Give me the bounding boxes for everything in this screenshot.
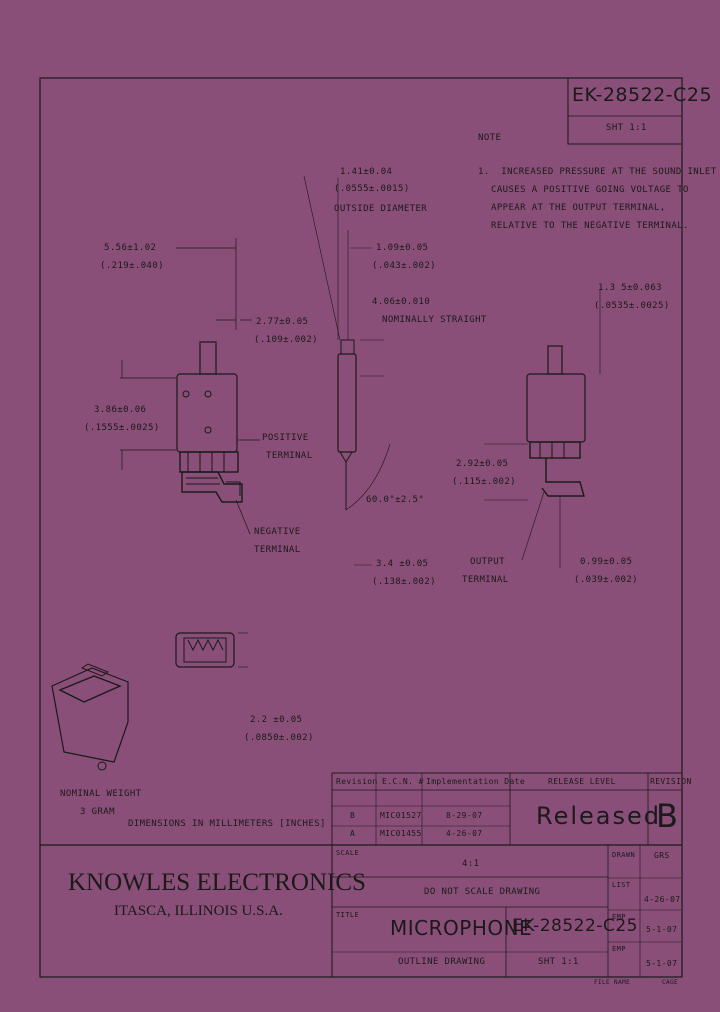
rev-row-2-date: 4-26-07 (446, 829, 483, 838)
note-line-1: 1. INCREASED PRESSURE AT THE SOUND INLET (478, 167, 717, 177)
rev-header-date: Implementation Date (426, 777, 526, 786)
isometric-view (51, 663, 129, 771)
rev-row-2-rev: A (350, 829, 356, 838)
dim-small-mm: 2.2 ±0.05 (250, 715, 303, 725)
signoff-date-2: 4-26-07 (644, 895, 681, 904)
note-line-3: APPEAR AT THE OUTPUT TERMINAL, (491, 203, 666, 213)
label-negative-1: NEGATIVE (254, 527, 301, 537)
dim-strip-label: NOMINALLY STRAIGHT (382, 315, 487, 325)
note-line-2: CAUSES A POSITIVE GOING VOLTAGE TO (491, 185, 689, 195)
title-sheet: SHT 1:1 (538, 957, 579, 967)
signoff-role-3: EMP (612, 913, 626, 921)
scale-label: SCALE (336, 849, 360, 857)
scale-value: 4:1 (462, 859, 480, 869)
rev-row-1-rev: B (350, 811, 356, 820)
dim-small-in: (.0850±.002) (244, 733, 314, 743)
weight-line-2: 3 GRAM (80, 807, 115, 817)
dim-height-mm: 3.86±0.06 (94, 405, 147, 415)
note-heading: NOTE (478, 133, 502, 143)
rev-row-1-ecn: MIC01527 (380, 811, 422, 820)
label-output-1: OUTPUT (470, 557, 505, 567)
signoff-role-1: DRAWN (612, 851, 636, 859)
dim-right-mid-in: (.115±.002) (452, 477, 517, 487)
dimensions-note: DIMENSIONS IN MILLIMETERS [INCHES] (128, 819, 326, 829)
do-not-scale: DO NOT SCALE DRAWING (424, 887, 541, 897)
company-location: ITASCA, ILLINOIS U.S.A. (114, 903, 283, 919)
title-value: MICROPHONE (390, 916, 533, 940)
signoff-role-2: LIST (612, 881, 631, 889)
dim-wire-in: (.043±.002) (372, 261, 437, 271)
dim-left-mm: 5.56±1.02 (104, 243, 157, 253)
dim-top-label: OUTSIDE DIAMETER (334, 204, 428, 214)
front-view (120, 238, 260, 535)
rev-header-revision: Revision (336, 777, 378, 786)
footer-cage: CAGE (662, 979, 679, 986)
release-value: Released (536, 802, 662, 830)
dim-bot-mm: 3.4 ±0.05 (376, 559, 429, 569)
dim-strip-mm: 4.06±0.010 (372, 297, 431, 307)
sheet-header: SHT 1:1 (606, 123, 647, 133)
dim-top-mm: 1.41±0.04 (340, 167, 393, 177)
dim-right-top-mm: 1.3 5±0.063 (598, 283, 663, 293)
rev-header-ecn: E.C.N. # (382, 777, 424, 786)
signoff-name-1: GRS (654, 851, 670, 860)
subtitle: OUTLINE DRAWING (398, 957, 486, 967)
weight-line-1: NOMINAL WEIGHT (60, 789, 142, 799)
dim-out-in: (.039±.002) (574, 575, 639, 585)
dim-right-top-in: (.0535±.0025) (594, 301, 670, 311)
signoff-date-3: 5-1-07 (646, 925, 678, 934)
dim-top-in: (.0555±.0015) (334, 184, 410, 194)
border-frame (39, 77, 683, 978)
dim-right-mid-mm: 2.92±0.05 (456, 459, 509, 469)
rev-row-2-ecn: MIC01455 (380, 829, 422, 838)
label-positive-1: POSITIVE (262, 433, 309, 443)
signoff-role-4: EMP (612, 945, 626, 953)
side-view (303, 175, 391, 566)
dim-out-mm: 0.99±0.05 (580, 557, 633, 567)
back-view (484, 290, 601, 568)
title-block-grid (40, 772, 683, 977)
dim-angle: 60.0°±2.5° (366, 495, 425, 505)
bottom-view (175, 632, 248, 668)
rev-row-1-date: 8-29-07 (446, 811, 483, 820)
revision-value: B (656, 797, 678, 835)
release-header: RELEASE LEVEL (548, 777, 616, 786)
footer-filename: FILE NAME (594, 979, 631, 986)
revision-header: REVISION (650, 777, 692, 786)
label-output-2: TERMINAL (462, 575, 509, 585)
title-label: TITLE (336, 911, 360, 919)
dim-height-in: (.1555±.0025) (84, 423, 160, 433)
dim-wire-mm: 1.09±0.05 (376, 243, 429, 253)
dim-bot-in: (.138±.002) (372, 577, 437, 587)
dim-277-in: (.109±.002) (254, 335, 319, 345)
signoff-date-4: 5-1-07 (646, 959, 678, 968)
label-negative-2: TERMINAL (254, 545, 301, 555)
doc-number-box (567, 77, 683, 145)
company-name: KNOWLES ELECTRONICS (68, 869, 366, 896)
dim-277-mm: 2.77±0.05 (256, 317, 309, 327)
dim-left-in: (.219±.040) (100, 261, 165, 271)
note-line-4: RELATIVE TO THE NEGATIVE TERMINAL. (491, 221, 689, 231)
label-positive-2: TERMINAL (266, 451, 313, 461)
doc-number-header: EK-28522-C25 (572, 84, 713, 106)
title-doc-number: EK-28522-C25 (512, 916, 638, 936)
